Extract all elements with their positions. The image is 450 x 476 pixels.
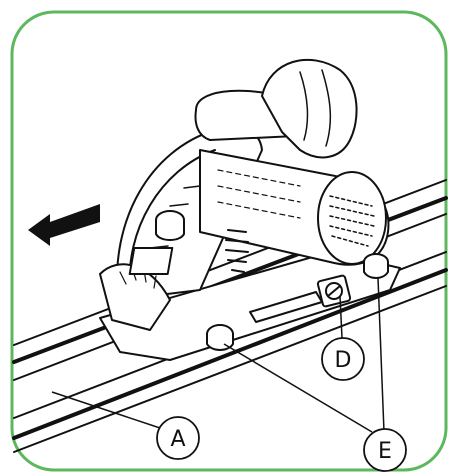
callout-a: A bbox=[156, 416, 200, 460]
depth-spring bbox=[225, 229, 249, 273]
callout-e-label: E bbox=[378, 439, 392, 464]
operator-hand bbox=[261, 58, 358, 159]
saw-illustration bbox=[12, 58, 448, 453]
front-knob bbox=[155, 210, 185, 241]
adjustment-screw bbox=[316, 274, 352, 308]
callout-e: E bbox=[363, 428, 407, 472]
left-arrow-icon bbox=[28, 204, 100, 246]
callout-d: D bbox=[321, 337, 365, 381]
callout-d-label: D bbox=[335, 348, 352, 373]
adjuster-knob-right bbox=[363, 253, 389, 279]
callout-a-label: A bbox=[170, 427, 185, 452]
motor-end-cap bbox=[317, 171, 387, 265]
leader-lines bbox=[51, 277, 385, 433]
